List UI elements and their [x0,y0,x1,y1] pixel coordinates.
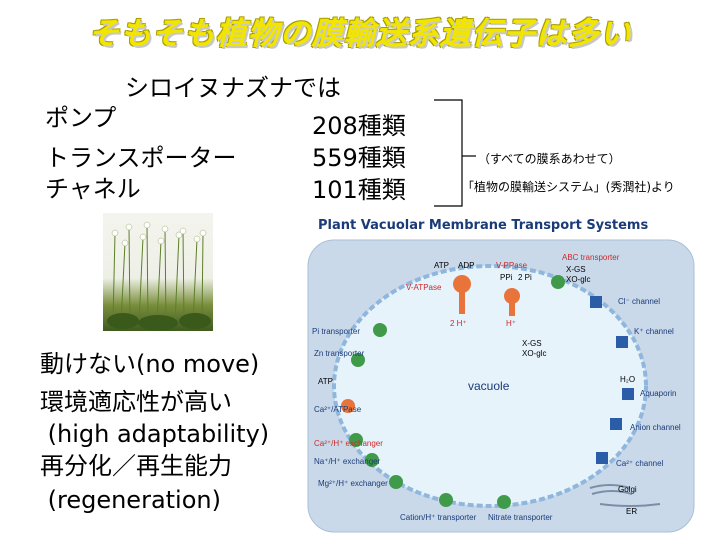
svg-text:Cl⁻ channel: Cl⁻ channel [618,297,660,306]
pi-transporter: Pi transporter [312,323,387,337]
svg-text:K⁺ channel: K⁺ channel [634,327,674,336]
svg-text:Zn transporter: Zn transporter [314,349,365,358]
note-source: 「植物の膜輸送システム」(秀潤社)より [462,180,675,194]
svg-text:H₂O: H₂O [620,375,635,384]
svg-text:H⁺: H⁺ [506,319,516,328]
vacuole-label: vacuole [468,379,510,393]
svg-text:Golgi: Golgi [618,485,637,494]
cl-channel: Cl⁻ channel [590,296,660,308]
abc-transporter: ABC transporter X-GS XO-glc X-GS XO-glc [522,253,620,358]
svg-text:Nitrate transporter: Nitrate transporter [488,513,553,522]
er: ER [599,503,661,516]
golgi: Golgi [589,484,637,495]
zn-transporter: Zn transporter [314,349,365,367]
svg-text:PPi: PPi [500,273,513,282]
trait-regeneration: 再分化／再生能力 [40,452,232,480]
svg-text:Cation/H⁺ transporter: Cation/H⁺ transporter [400,513,477,522]
trait-adaptability: 環境適応性が高い [40,388,232,416]
svg-text:ABC transporter: ABC transporter [562,253,620,262]
svg-text:2 H⁺: 2 H⁺ [450,319,467,328]
channel-count: 101種類 [312,176,406,204]
nitrate-transporter: Nitrate transporter [488,495,553,522]
pump-label: ポンプ [45,104,117,132]
subtitle: シロイヌナズナでは [125,74,341,102]
svg-text:ADP: ADP [458,261,474,270]
ca-channel: Ca²⁺ channel [596,452,664,468]
trait-no-move: 動けない(no move) [40,350,260,378]
svg-text:2 Pi: 2 Pi [518,273,532,282]
bracket [434,99,476,207]
svg-text:Na⁺/H⁺ exchanger: Na⁺/H⁺ exchanger [314,457,381,466]
svg-text:ER: ER [626,507,637,516]
trait-regeneration-en: (regeneration) [40,486,221,514]
svg-text:XO-glc: XO-glc [566,275,590,284]
svg-text:Aquaporin: Aquaporin [640,389,676,398]
svg-text:Anion channel: Anion channel [630,423,681,432]
transporter-label: トランスポーター [45,144,237,172]
ca-h-exchanger: Ca²⁺/H⁺ exchanger [314,433,383,448]
svg-text:V-ATPase: V-ATPase [406,283,442,292]
svg-text:ATP: ATP [434,261,449,270]
ca-atpase: ATP Ca²⁺/ATPase [314,377,362,414]
v-atpase: ATP ADP V-ATPase 2 H⁺ [406,261,474,328]
note-all-membranes: （すべての膜系あわせて） [478,152,621,166]
aquaporin: H₂O Aquaporin [620,375,676,400]
na-h-exchanger: Na⁺/H⁺ exchanger [314,453,381,467]
cation-h-transporter: Cation/H⁺ transporter [400,493,477,522]
arabidopsis-photo [103,213,213,331]
svg-text:XO-glc: XO-glc [522,349,546,358]
svg-text:Ca²⁺/H⁺ exchanger: Ca²⁺/H⁺ exchanger [314,439,383,448]
diagram-title: Plant Vacuolar Membrane Transport System… [318,218,649,233]
trait-adaptability-en: (high adaptability) [40,420,270,448]
k-channel: K⁺ channel [616,327,674,348]
page-title: そもそも植物の膜輸送系遺伝子は多い [88,16,632,52]
svg-text:X-GS: X-GS [566,265,586,274]
svg-text:Ca²⁺ channel: Ca²⁺ channel [616,459,664,468]
pump-count: 208種類 [312,112,406,140]
svg-text:X-GS: X-GS [522,339,542,348]
svg-text:ATP: ATP [318,377,333,386]
svg-text:Pi transporter: Pi transporter [312,327,360,336]
svg-text:Ca²⁺/ATPase: Ca²⁺/ATPase [314,405,362,414]
transporter-count: 559種類 [312,144,406,172]
channel-label: チャネル [45,175,141,203]
svg-text:V-PPase: V-PPase [496,261,528,270]
svg-text:Mg²⁺/H⁺ exchanger: Mg²⁺/H⁺ exchanger [318,479,388,488]
mg-h-exchanger: Mg²⁺/H⁺ exchanger [318,475,403,489]
v-ppase: V-PPase PPi 2 Pi H⁺ [496,261,532,328]
anion-channel: Anion channel [610,418,681,432]
vacuole-diagram: vacuole ATP ADP V-ATPase 2 H⁺ V-PPase PP… [307,239,695,533]
vacuole-membrane [332,264,648,508]
